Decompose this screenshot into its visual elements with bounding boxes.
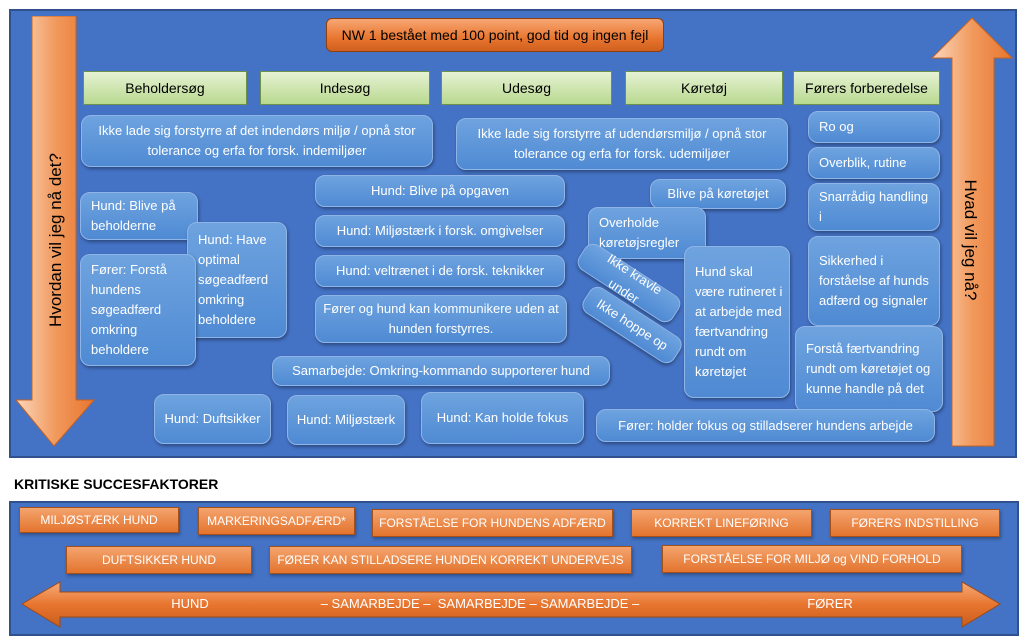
card-hund-blive-opgaven: Hund: Blive på opgaven (315, 175, 565, 207)
card-hund-fokus: Hund: Kan holde fokus (421, 392, 584, 444)
csf-miljostaerk-hund: MILJØSTÆRK HUND (19, 507, 179, 533)
csf-duftsikker-hund: DUFTSIKKER HUND (66, 546, 252, 574)
arrow-label-forer: FØRER (807, 596, 853, 611)
category-forers-forberedelse: Førers forberedelse (793, 71, 940, 105)
card-forsta-faertvandring: Forstå færtvandring rundt om køretøjet o… (795, 326, 943, 412)
card-hund-sogeadfaerd: Hund: Have optimal søgeadfærd omkring be… (187, 222, 287, 338)
card-samarbejde: Samarbejde: Omkring-kommando supporterer… (272, 356, 610, 386)
card-hund-veltraenet: Hund: veltrænet i de forsk. teknikker (315, 255, 565, 287)
card-snarradig: Snarrådig handling i (808, 183, 940, 231)
category-udesog: Udesøg (441, 71, 612, 105)
card-hund-miljostaerk: Hund: Miljøstærk (287, 395, 405, 445)
csf-korrekt-lineforing: KORREKT LINEFØRING (631, 509, 812, 537)
category-koretoj: Køretøj (625, 71, 783, 105)
double-arrow-icon (21, 581, 1001, 628)
right-arrow-label: Hvad vil jeg nå? (961, 179, 980, 301)
card-hund-miljostaerk-omgivelser: Hund: Miljøstærk i forsk. omgivelser (315, 215, 565, 247)
arrow-label-samarbejde: – SAMARBEJDE – SAMARBEJDE – SAMARBEJDE – (320, 596, 640, 611)
csf-markeringsadfaerd: MARKERINGSADFÆRD* (198, 507, 355, 535)
card-kommunikere: Fører og hund kan kommunikere uden at hu… (315, 295, 567, 343)
card-hund-rutineret: Hund skal være rutineret i at arbejde me… (684, 246, 790, 398)
card-overblik: Overblik, rutine (808, 147, 940, 179)
card-blive-koretojet: Blive på køretøjet (650, 179, 786, 209)
card-indemiljo: Ikke lade sig forstyrre af det indendørs… (81, 115, 433, 167)
card-ro-og: Ro og (808, 111, 940, 143)
left-arrow-label: Hvordan vil jeg nå det? (46, 153, 65, 327)
csf-forstaelse-miljo-vind: FORSTÅELSE FOR MILJØ og VIND FORHOLD (662, 545, 962, 573)
csf-forers-indstilling: FØRERS INDSTILLING (830, 509, 1000, 537)
card-hund-blive-beholderne: Hund: Blive på beholderne (80, 192, 198, 240)
card-hund-duftsikker: Hund: Duftsikker (154, 394, 271, 444)
card-forer-forsta: Fører: Forstå hundens søgeadfærd omkring… (80, 254, 196, 366)
up-arrow-icon (930, 17, 1014, 447)
goal-box: NW 1 bestået med 100 point, god tid og i… (326, 18, 664, 52)
csf-forer-stilladsere: FØRER KAN STILLADSERE HUNDEN KORREKT UND… (269, 546, 632, 574)
critical-title: KRITISKE SUCCESFAKTORER (14, 476, 219, 492)
arrow-label-hund: HUND (171, 596, 209, 611)
category-indesog: Indesøg (260, 71, 430, 105)
down-arrow-icon (14, 16, 96, 447)
card-sikkerhed: Sikkerhed i forståelse af hunds adfærd o… (808, 236, 940, 326)
card-udemiljo: Ikke lade sig forstyrre af udendørsmiljø… (456, 118, 788, 170)
card-forer-fokus: Fører: holder fokus og stilladserer hund… (596, 409, 935, 442)
category-beholdersog: Beholdersøg (83, 71, 247, 105)
csf-forstaelse-hundens-adfaerd: FORSTÅELSE FOR HUNDENS ADFÆRD (372, 509, 613, 537)
